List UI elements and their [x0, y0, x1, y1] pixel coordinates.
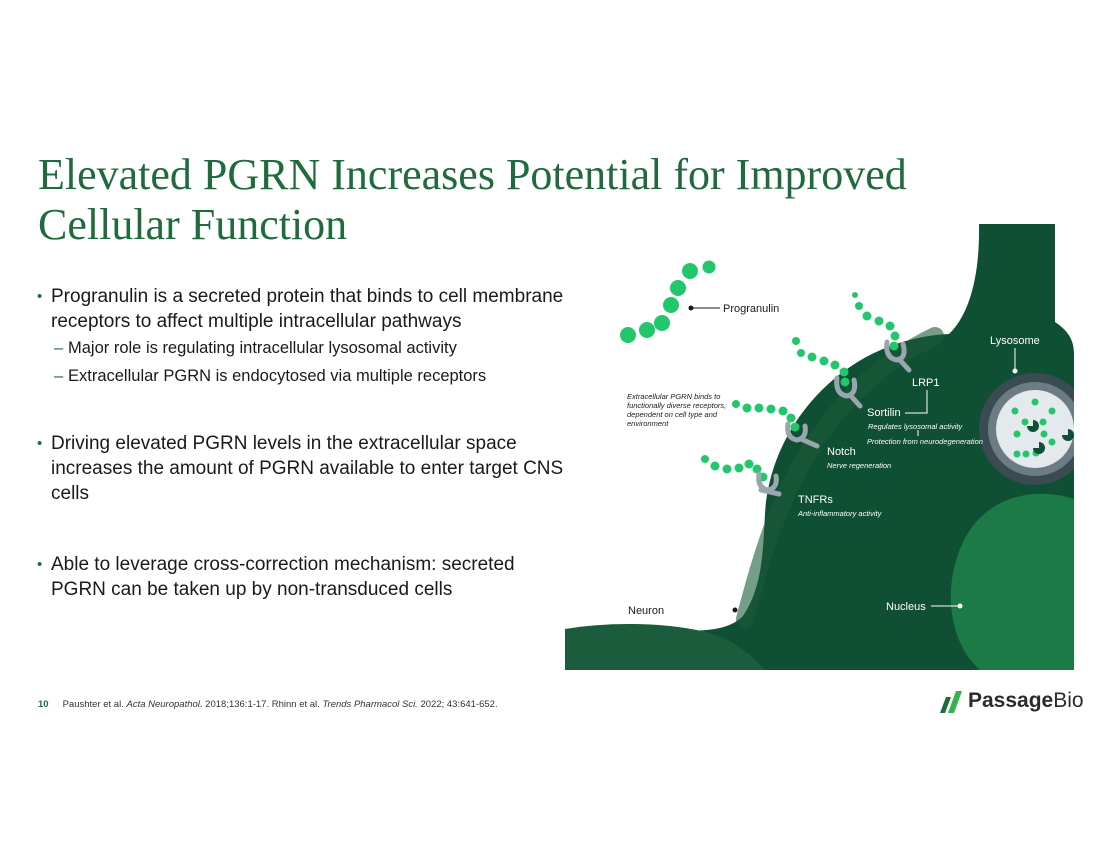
sub-bullet-item: – Extracellular PGRN is endocytosed via …	[37, 362, 567, 390]
lrp1-label: LRP1	[912, 377, 940, 389]
notch-receptor	[732, 400, 820, 449]
lysosome-label: Lysosome	[990, 335, 1040, 347]
sub-bullet-dash: –	[54, 367, 64, 385]
sortilin-note-1: Regulates lysosomal activity	[868, 422, 963, 431]
extracellular-note-line: functionally diverse receptors,	[627, 401, 726, 410]
extracellular-note-line: dependent on cell type and	[627, 410, 718, 419]
bullet-list: • Progranulin is a secreted protein that…	[37, 284, 567, 602]
extracellular-note-line: Extracellular PGRN binds to	[627, 392, 720, 401]
bullet-text: Driving elevated PGRN levels in the extr…	[51, 433, 564, 504]
reference-journal: Trends Pharmacol Sci.	[322, 699, 418, 710]
reference-text: . 2018;136:1-17. Rhinn et al.	[199, 699, 323, 710]
bullet-text: Progranulin is a secreted protein that b…	[51, 286, 564, 332]
passage-bio-logo: PassageBio	[938, 686, 1084, 718]
nucleus	[950, 493, 1074, 670]
progranulin-chain	[620, 260, 716, 343]
label-leaders	[670, 305, 1018, 613]
sub-bullet-text: Extracellular PGRN is endocytosed via mu…	[68, 367, 487, 385]
logo-word-bio: Bio	[1053, 689, 1084, 712]
bullet-item: • Driving elevated PGRN levels in the ex…	[37, 431, 567, 506]
neuron-label: Neuron	[628, 605, 664, 617]
tnfrs-note: Anti-inflammatory activity	[797, 509, 883, 518]
cell-membrane	[736, 327, 944, 628]
reference-journal: Acta Neuropathol	[126, 699, 200, 710]
notch-note: Nerve regeneration	[827, 461, 891, 470]
extracellular-note-line: environment	[627, 419, 669, 428]
tnfrs-label: TNFRs	[798, 494, 833, 506]
bullet-dot: •	[37, 435, 43, 452]
reference-text: Paushter et al.	[62, 699, 127, 710]
pgrn-receptor-diagram: Progranulin Extracellular PGRN binds to …	[565, 224, 1074, 670]
tnfrs-receptor	[701, 455, 782, 497]
lrp1-receptor	[852, 292, 912, 373]
reference-text: 2022; 43:641-652.	[417, 699, 498, 710]
sortilin-note-2: Protection from neurodegeneration	[867, 437, 983, 446]
logo-word-passage: Passage	[968, 689, 1054, 712]
page-number: 10	[38, 699, 49, 710]
nucleus-label: Nucleus	[886, 601, 926, 613]
bullet-dot: •	[37, 556, 43, 573]
sub-bullet-item: – Major role is regulating intracellular…	[37, 334, 567, 362]
extracellular-note: Extracellular PGRN binds to functionally…	[627, 392, 728, 428]
notch-label: Notch	[827, 446, 856, 458]
sub-bullet-dash: –	[54, 339, 64, 357]
sortilin-receptor	[792, 337, 863, 409]
slide-title: Elevated PGRN Increases Potential for Im…	[38, 150, 907, 249]
lysosome-degradation-glyphs	[1027, 420, 1074, 454]
bullet-dot: •	[37, 288, 43, 305]
bullet-text: Able to leverage cross-correction mechan…	[51, 554, 515, 600]
logo-wordmark: PassageBio	[968, 689, 1084, 713]
progranulin-label: Progranulin	[723, 303, 779, 315]
bullet-item: • Progranulin is a secreted protein that…	[37, 284, 567, 334]
logo-mark-icon	[940, 691, 962, 713]
sub-bullet-text: Major role is regulating intracellular l…	[68, 339, 457, 357]
footer-references: 10 Paushter et al. Acta Neuropathol. 2018…	[38, 699, 498, 710]
bullet-item: • Able to leverage cross-correction mech…	[37, 552, 567, 602]
neuron-lower-shading	[565, 624, 765, 670]
sortilin-label: Sortilin	[867, 407, 901, 419]
